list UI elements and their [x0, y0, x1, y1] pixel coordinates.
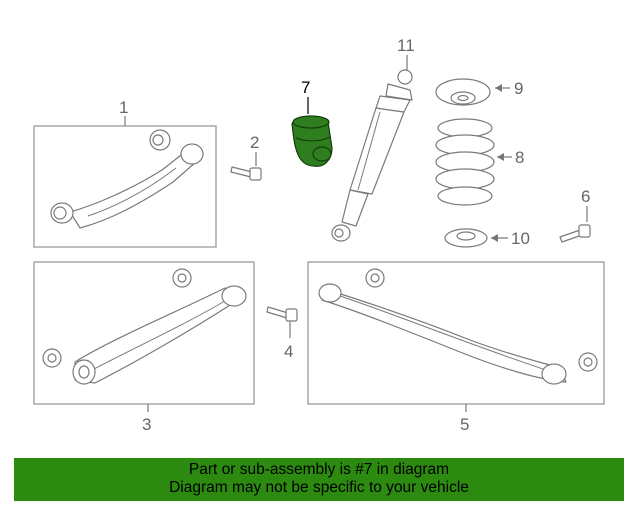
parts-diagram: 1 2 3 4 5	[33, 36, 605, 434]
bushing-right	[180, 143, 204, 165]
part-7-bump-stop-group[interactable]: 7	[291, 78, 333, 167]
part-1-upper-arm-group[interactable]: 1	[33, 98, 217, 248]
part-8-spring-group[interactable]: 8	[435, 118, 524, 206]
part-3-lower-arm-group[interactable]: 3	[33, 261, 255, 434]
callout-1: 1	[119, 98, 128, 117]
shock-rod	[341, 189, 369, 227]
banner-line-1: Part or sub-assembly is #7 in diagram	[188, 461, 450, 478]
bolt-2	[230, 166, 253, 178]
callout-11: 11	[397, 36, 415, 55]
callout-7: 7	[301, 78, 310, 97]
lower-bushing-right	[221, 285, 247, 307]
part-11-shock-group[interactable]: 11	[331, 36, 415, 242]
shock-top-eye	[397, 69, 413, 85]
upper-arm-body	[69, 151, 197, 229]
callout-9: 9	[514, 79, 523, 98]
callout-2: 2	[250, 133, 259, 152]
callout-3: 3	[142, 415, 151, 434]
part-5-arm-group[interactable]: 5	[307, 261, 605, 434]
part-10-insulator-group[interactable]: 10	[444, 228, 530, 248]
callout-10: 10	[511, 229, 530, 248]
part-6-bolt-group[interactable]: 6	[559, 187, 591, 243]
callout-5: 5	[460, 415, 469, 434]
bolt-4	[266, 306, 289, 319]
callout-4: 4	[284, 342, 293, 361]
part-9-seat-group[interactable]: 9	[435, 78, 523, 106]
part-3-box	[33, 261, 255, 405]
part-5-box	[307, 261, 605, 405]
callout-8: 8	[515, 148, 524, 167]
part-2-bolt-group[interactable]: 2	[230, 133, 262, 181]
banner-line-2: Diagram may not be specific to your vehi…	[169, 479, 469, 496]
callout-6: 6	[581, 187, 590, 206]
part-4-bolt-group[interactable]: 4	[266, 306, 298, 361]
info-banner: Part or sub-assembly is #7 in diagram Di…	[14, 458, 624, 501]
